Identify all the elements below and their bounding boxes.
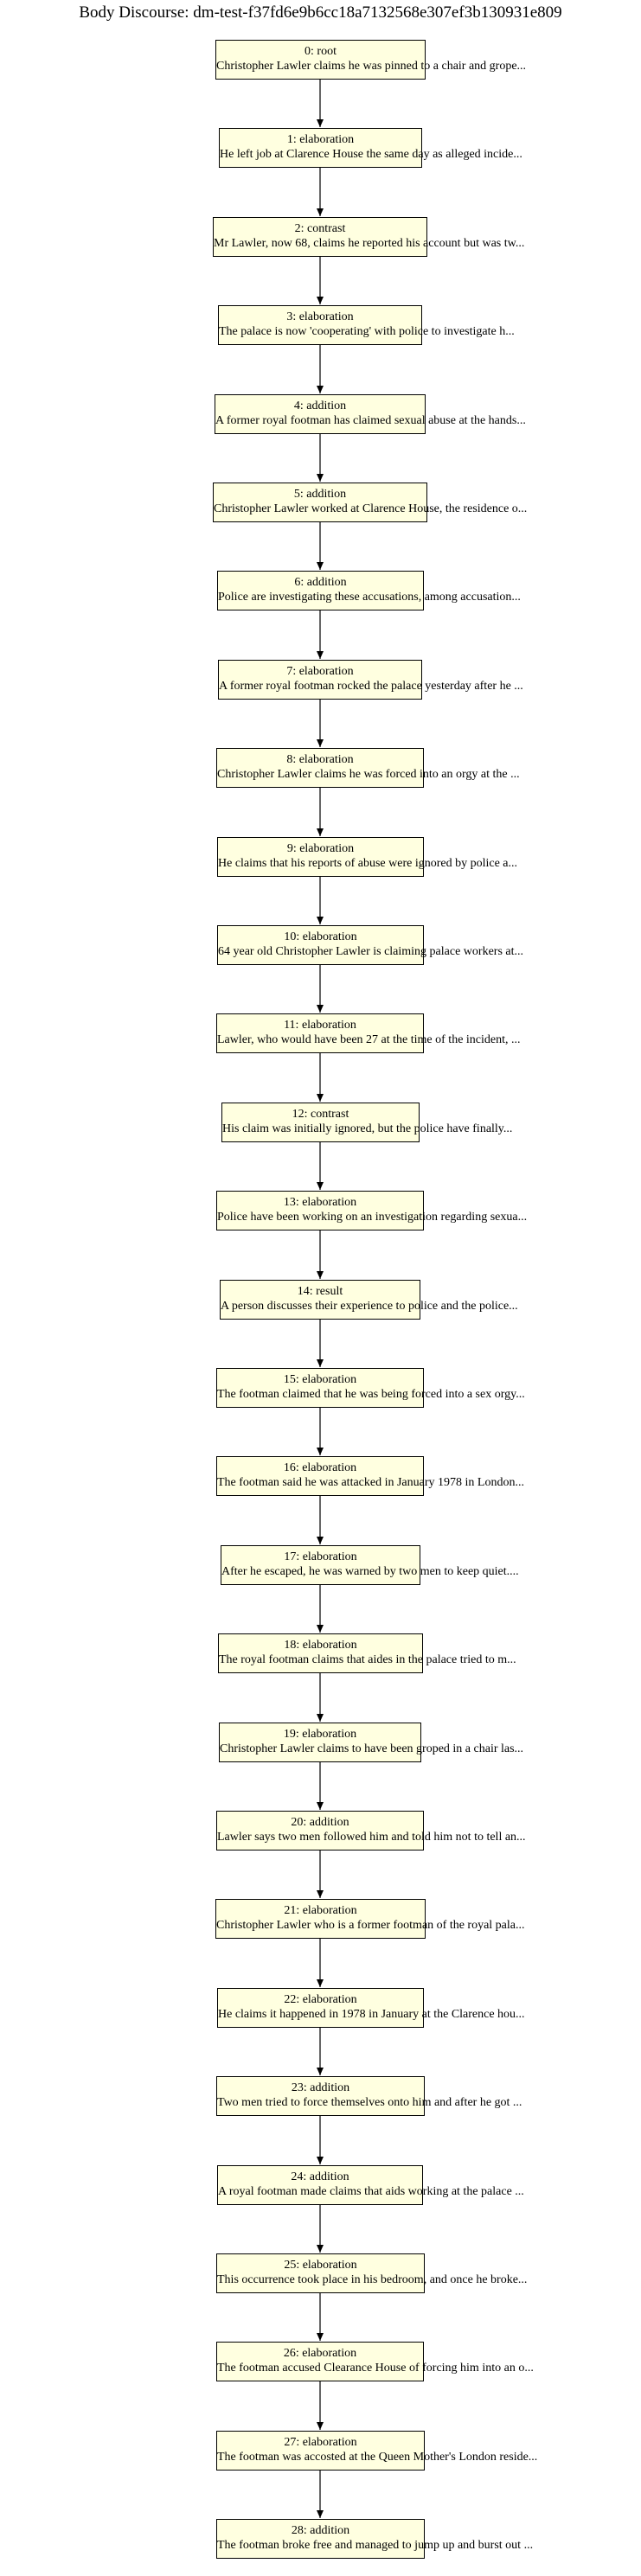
node-text: The footman broke free and managed to ju… [217,2539,534,2552]
node-14: 14: result A person discusses their exper… [220,1280,518,1320]
node-text: Christopher Lawler claims he was pinned … [216,60,527,73]
node-relation-label: 7: elaboration [286,665,354,678]
node-22: 22: elaboration He claims it happened in … [217,1988,525,2028]
node-relation-label: 28: addition [291,2524,350,2537]
node-text: The footman accused Clearance House of f… [217,2362,534,2375]
node-relation-label: 25: elaboration [284,2259,357,2272]
node-text: His claim was initially ignored, but the… [222,1122,513,1135]
node-2: 2: contrast Mr Lawler, now 68, claims he … [213,217,525,257]
node-relation-label: 14: result [297,1285,343,1298]
node-4: 4: addition A former royal footman has cl… [215,394,526,434]
node-text: The footman said he was attacked in Janu… [217,1476,524,1489]
node-text: The footman claimed that he was being fo… [217,1388,525,1401]
node-text: He claims that his reports of abuse were… [218,857,518,870]
node-text: A former royal footman has claimed sexua… [215,414,526,427]
node-relation-label: 4: addition [293,400,347,412]
node-relation-label: 19: elaboration [283,1728,357,1741]
node-text: Police are investigating these accusatio… [218,591,521,604]
node-text: This occurrence took place in his bedroo… [217,2273,528,2286]
node-relation-label: 12: contrast [292,1108,349,1121]
node-relation-label: 15: elaboration [283,1373,357,1386]
node-text: Lawler, who would have been 27 at the ti… [217,1033,521,1046]
node-text: He left job at Clarence House the same d… [220,148,522,161]
node-text: The royal footman claims that aides in t… [219,1653,516,1666]
node-relation-label: 26: elaboration [283,2347,357,2360]
node-1: 1: elaboration He left job at Clarence Ho… [219,128,522,168]
node-relation-label: 11: elaboration [284,1019,356,1032]
node-relation-label: 18: elaboration [284,1639,357,1652]
node-relation-label: 20: addition [291,1816,349,1829]
node-text: He claims it happened in 1978 in January… [218,2008,525,2021]
node-text: The footman was accosted at the Queen Mo… [217,2451,538,2464]
node-relation-label: 27: elaboration [284,2436,357,2449]
node-text: Christopher Lawler who is a former footm… [216,1919,525,1932]
node-relation-label: 21: elaboration [284,1904,357,1917]
node-relation-label: 16: elaboration [283,1461,357,1474]
node-relation-label: 0: root [304,45,337,58]
node-text: Christopher Lawler claims to have been g… [220,1742,524,1755]
node-relation-label: 10: elaboration [284,930,357,943]
node-7: 7: elaboration A former royal footman roc… [218,660,523,700]
node-10: 10: elaboration 64 year old Christopher L… [217,925,523,965]
node-relation-label: 8: elaboration [286,753,354,766]
node-relation-label: 9: elaboration [286,842,355,855]
node-text: A person discusses their experience to p… [221,1300,518,1313]
diagram-title: Body Discourse: dm-test-f37fd6e9b6cc18a7… [79,3,562,22]
node-relation-label: 5: addition [293,488,347,501]
node-text: A royal footman made claims that aids wo… [218,2185,524,2198]
node-relation-label: 1: elaboration [286,133,355,146]
node-text: Mr Lawler, now 68, claims he reported hi… [214,237,525,250]
node-relation-label: 17: elaboration [284,1550,357,1563]
node-text: Christopher Lawler worked at Clarence Ho… [214,502,528,515]
node-relation-label: 24: addition [291,2170,349,2183]
node-text: The palace is now 'cooperating' with pol… [219,325,515,338]
node-relation-label: 3: elaboration [286,310,354,323]
node-text: After he escaped, he was warned by two m… [221,1565,519,1578]
node-text: Two men tried to force themselves onto h… [217,2096,522,2109]
node-relation-label: 2: contrast [294,222,346,235]
node-9: 9: elaboration He claims that his reports… [217,837,518,877]
node-text: Police have been working on an investiga… [217,1211,528,1224]
node-24: 24: addition A royal footman made claims … [217,2165,524,2205]
node-text: A former royal footman rocked the palace… [219,680,523,693]
node-text: Lawler says two men followed him and tol… [217,1831,526,1844]
node-relation-label: 22: elaboration [284,1993,357,2006]
node-relation-label: 23: addition [291,2081,350,2094]
node-relation-label: 6: addition [294,576,347,589]
node-text: Christopher Lawler claims he was forced … [217,768,520,781]
node-relation-label: 13: elaboration [283,1196,357,1209]
node-text: 64 year old Christopher Lawler is claimi… [218,945,523,958]
